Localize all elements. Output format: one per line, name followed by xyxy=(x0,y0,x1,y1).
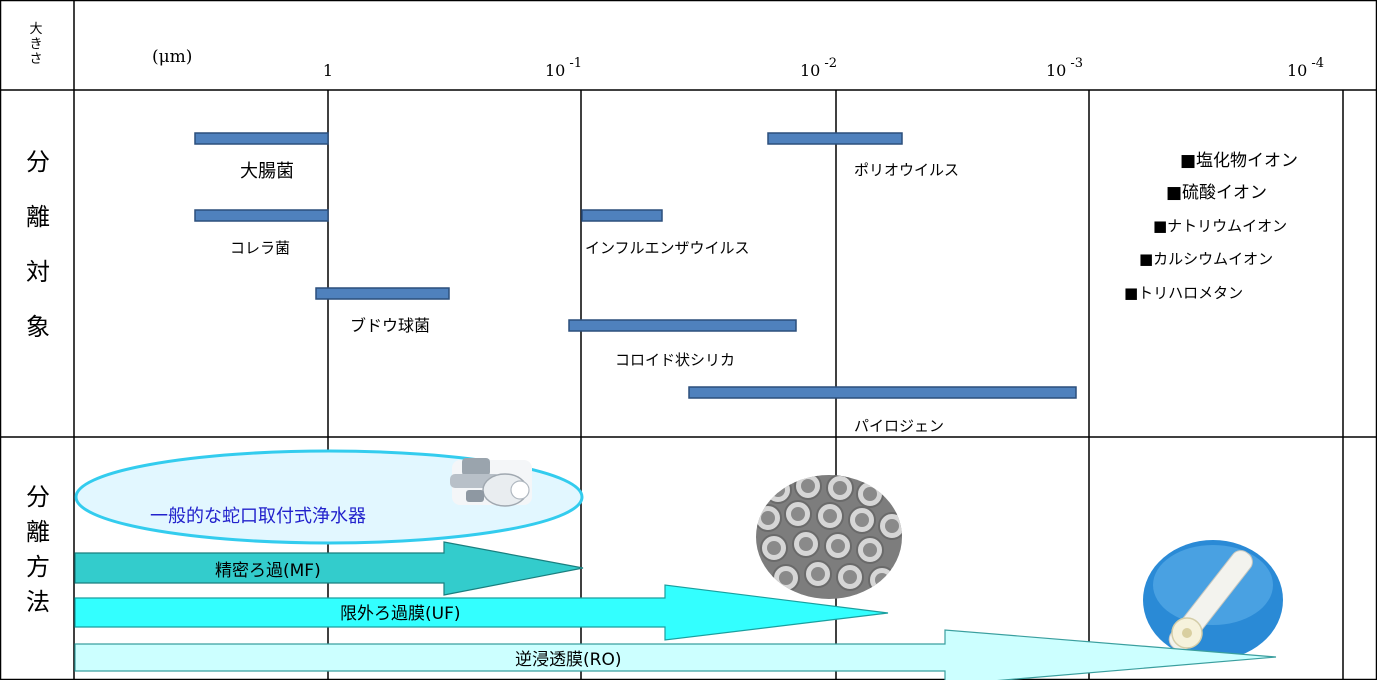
bar-poliovirus xyxy=(767,132,903,145)
label-colloidal-silica: コロイド状シリカ xyxy=(615,351,735,369)
label-cholera: コレラ菌 xyxy=(230,239,290,257)
bar-cholera xyxy=(194,209,329,222)
label-poliovirus: ポリオウイルス xyxy=(854,161,959,179)
scale-label-0.0001: 10-4 xyxy=(1287,56,1324,80)
target-labels: 大腸菌 コレラ菌 ブドウ球菌 インフルエンザウイルス コロイド状シリカ ポリオウ… xyxy=(230,161,959,435)
size-label-char: き xyxy=(29,37,42,52)
ion-trihalomethane: ■トリハロメタン xyxy=(1124,284,1243,302)
scale-label-0.01: 10-2 xyxy=(800,56,837,80)
size-label-char: 大 xyxy=(29,22,42,37)
hollow-fiber-tubes-photo xyxy=(756,475,902,599)
ion-sodium: ■ナトリウムイオン xyxy=(1153,217,1287,235)
size-label-char: さ xyxy=(29,52,42,67)
targets-section: 分 離 対 象 大腸菌 コレラ菌 ブドウ球菌 インフルエンザウイルス コロイド状… xyxy=(26,132,1298,435)
target-bars xyxy=(194,132,1077,399)
bar-e-coli xyxy=(194,132,329,145)
label-pyrogen: パイロジェン xyxy=(854,417,944,435)
methods-title: 分 離 方 法 xyxy=(26,483,50,616)
svg-text:対: 対 xyxy=(26,258,50,286)
svg-text:方: 方 xyxy=(26,553,50,581)
arrow-ro-label: 逆浸透膜(RO) xyxy=(515,650,621,670)
methods-section: 分 離 方 法 一般的な蛇口取付式浄水器 xyxy=(26,449,1283,680)
ion-calcium: ■カルシウムイオン xyxy=(1139,250,1273,268)
arrow-mf xyxy=(74,541,584,596)
bar-influenza xyxy=(581,209,663,222)
label-e-coli: 大腸菌 xyxy=(240,161,294,182)
faucet-purifier-label: 一般的な蛇口取付式浄水器 xyxy=(150,506,366,527)
label-staphylococcus: ブドウ球菌 xyxy=(350,316,430,335)
ion-chloride: ■塩化物イオン xyxy=(1180,151,1298,171)
ion-sulfate: ■硫酸イオン xyxy=(1166,183,1267,203)
targets-title: 分 離 対 象 xyxy=(26,148,50,341)
svg-text:離: 離 xyxy=(26,203,50,231)
scale-label-1: 1 xyxy=(323,61,333,80)
arrow-ro xyxy=(74,629,1277,680)
scale-label-0.001: 10-3 xyxy=(1046,56,1083,80)
label-influenza: インフルエンザウイルス xyxy=(585,239,750,257)
size-header: 大 き さ (μm) 1 10-1 10-2 10-3 10-4 xyxy=(29,22,1324,80)
bar-colloidal-silica xyxy=(568,319,797,332)
faucet-filter-photo xyxy=(450,458,532,507)
svg-text:法: 法 xyxy=(26,588,50,616)
svg-text:象: 象 xyxy=(26,313,50,341)
method-arrows: 精密ろ過(MF) 限外ろ過膜(UF) 逆浸透膜(RO) xyxy=(74,541,1277,680)
ion-list: ■塩化物イオン ■硫酸イオン ■ナトリウムイオン ■カルシウムイオン ■トリハロ… xyxy=(1124,151,1298,302)
arrow-uf xyxy=(74,584,889,641)
bar-staphylococcus xyxy=(315,287,450,300)
svg-text:分: 分 xyxy=(26,483,50,511)
unit-label: (μm) xyxy=(152,47,192,67)
ro-membrane-element-photo xyxy=(1143,540,1283,660)
bar-pyrogen xyxy=(688,386,1077,399)
svg-text:分: 分 xyxy=(26,148,50,176)
svg-text:離: 離 xyxy=(26,518,50,546)
arrow-uf-label: 限外ろ過膜(UF) xyxy=(340,604,461,624)
scale-label-0.1: 10-1 xyxy=(545,56,582,80)
arrow-mf-label: 精密ろ過(MF) xyxy=(215,561,321,581)
